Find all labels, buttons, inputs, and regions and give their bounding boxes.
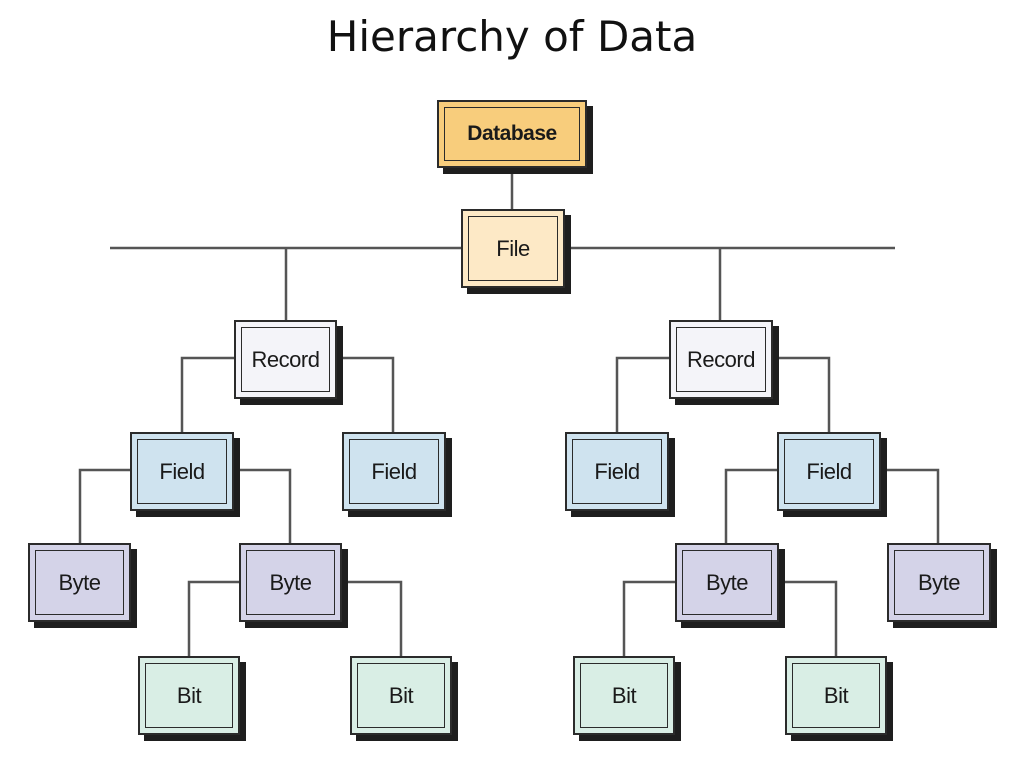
bit-label: Bit (357, 663, 445, 728)
record-node-right: Record (669, 320, 773, 399)
bit-node-2: Bit (350, 656, 452, 735)
connector-byte-3-bit-3 (622, 580, 676, 658)
field-node-2: Field (342, 432, 446, 511)
record-label: Record (676, 327, 766, 392)
file-label: File (468, 216, 558, 281)
slide-title: Hierarchy of Data (326, 12, 698, 61)
bit-node-3: Bit (573, 656, 675, 735)
database-node: Database (437, 100, 587, 168)
bit-label: Bit (580, 663, 668, 728)
field-label: Field (137, 439, 227, 504)
byte-node-4: Byte (887, 543, 991, 622)
connector-record-right-field-3 (615, 356, 670, 434)
connector-field-4-byte-3 (724, 468, 780, 545)
connector-record-left-field-1 (180, 356, 236, 434)
byte-node-1: Byte (28, 543, 131, 622)
byte-label: Byte (35, 550, 124, 615)
field-node-1: Field (130, 432, 234, 511)
connector-field-1-byte-2 (233, 468, 292, 545)
bit-label: Bit (145, 663, 233, 728)
byte-label: Byte (894, 550, 984, 615)
connector-byte-2-bit-2 (341, 580, 403, 658)
bit-node-4: Bit (785, 656, 887, 735)
record-node-left: Record (234, 320, 337, 399)
file-node: File (461, 209, 565, 288)
connector-byte-2-bit-1 (187, 580, 241, 658)
bit-node-1: Bit (138, 656, 240, 735)
connector-record-left-field-2 (336, 356, 395, 434)
field-label: Field (784, 439, 874, 504)
connector-field-1-byte-1 (78, 468, 132, 545)
connector-byte-3-bit-4 (778, 580, 838, 658)
field-node-4: Field (777, 432, 881, 511)
bit-label: Bit (792, 663, 880, 728)
record-label: Record (241, 327, 330, 392)
connector-field-4-byte-4 (881, 468, 940, 545)
field-node-3: Field (565, 432, 669, 511)
connector-record-right-field-4 (772, 356, 831, 434)
field-label: Field (572, 439, 662, 504)
database-label: Database (444, 107, 580, 161)
byte-label: Byte (246, 550, 335, 615)
byte-label: Byte (682, 550, 772, 615)
field-label: Field (349, 439, 439, 504)
byte-node-3: Byte (675, 543, 779, 622)
byte-node-2: Byte (239, 543, 342, 622)
